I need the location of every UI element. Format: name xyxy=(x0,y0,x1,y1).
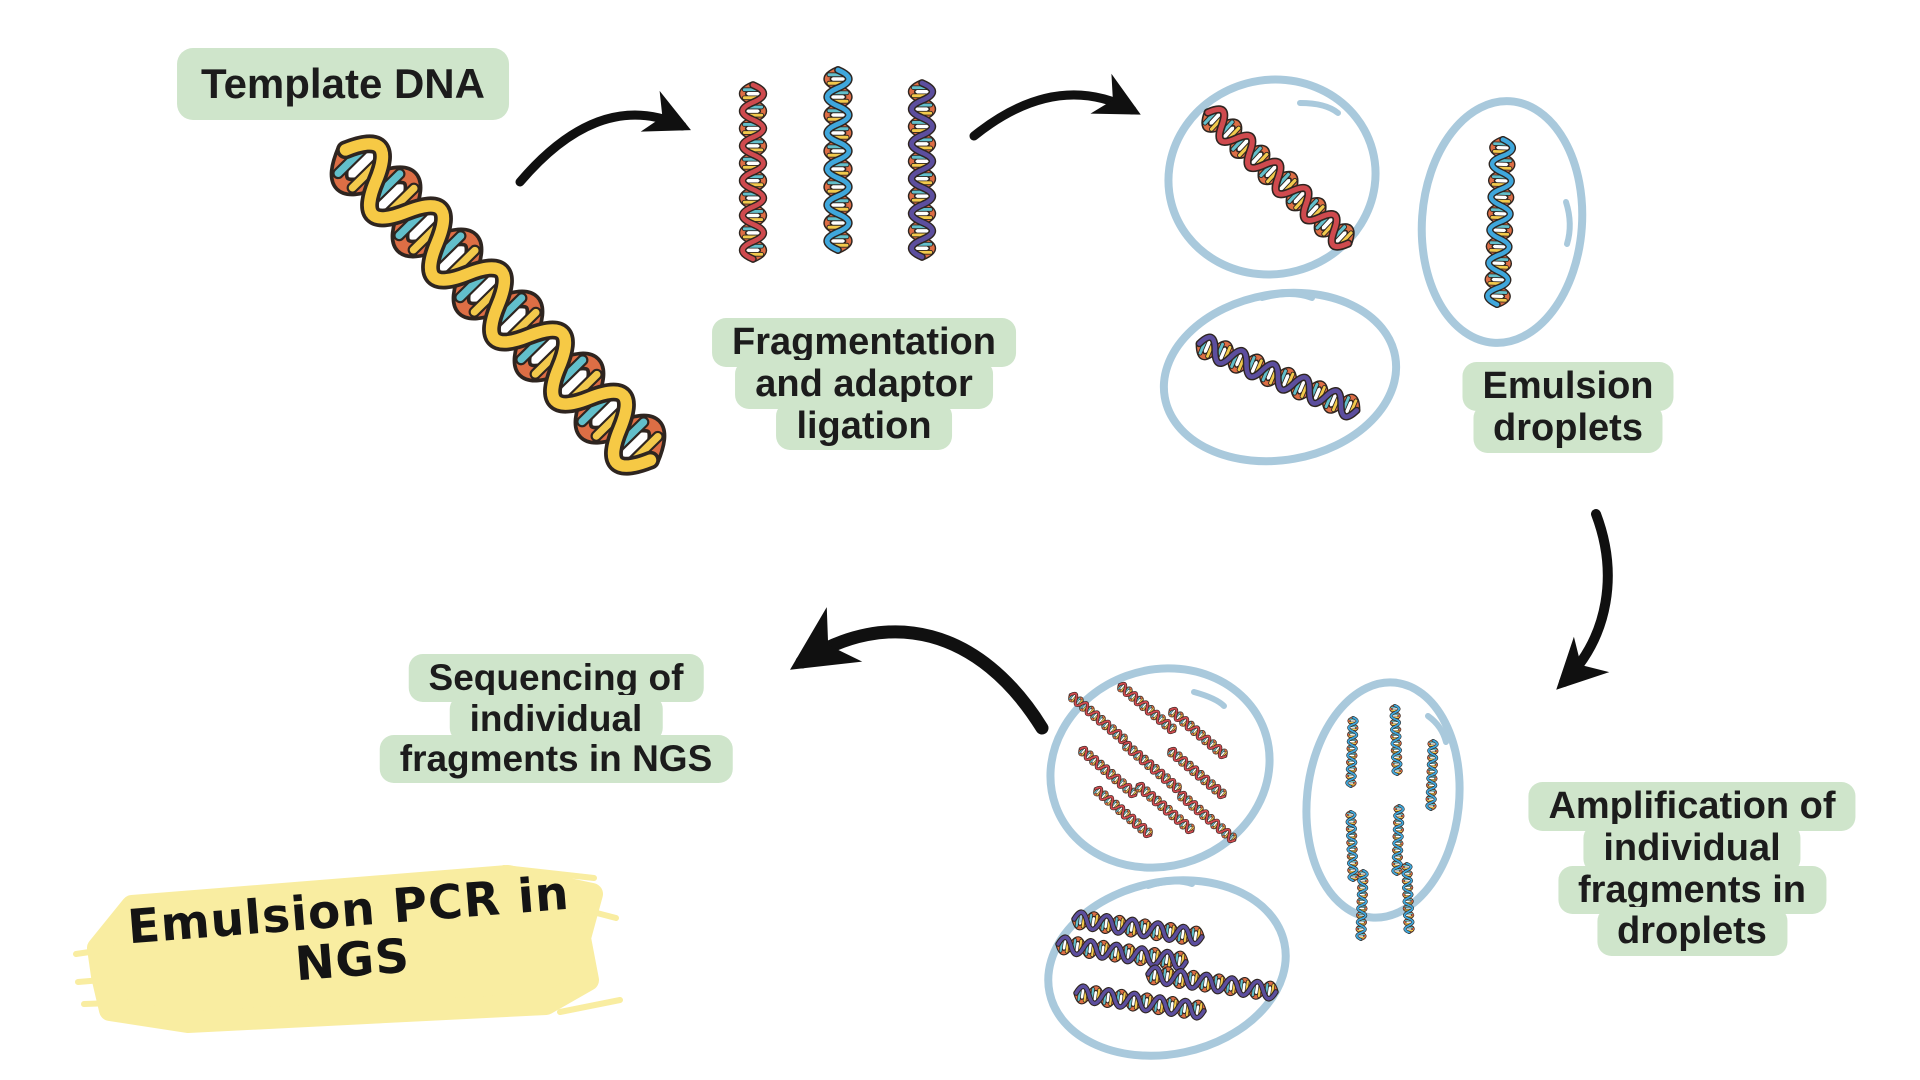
label-line: Emulsion xyxy=(1462,362,1674,411)
amplification-label: Amplification of individual fragments in… xyxy=(1528,782,1856,957)
label-line: droplets xyxy=(1473,403,1663,453)
fragment-blue-icon xyxy=(827,70,849,250)
label-line: individual xyxy=(449,694,663,743)
emulsion-droplet-blue xyxy=(1417,97,1587,347)
label-line: Amplification of xyxy=(1528,782,1856,831)
amplified-droplet-purple xyxy=(1044,876,1290,1060)
label-line: Sequencing of xyxy=(408,654,704,702)
label-line: fragments in xyxy=(1557,865,1827,915)
amplified-droplet-red xyxy=(1046,664,1274,872)
label-line: droplets xyxy=(1597,907,1787,957)
label-line: and adaptor xyxy=(735,359,993,409)
emulsion-droplets-label: Emulsion droplets xyxy=(1462,362,1674,453)
arrow-droplets-to-amplification xyxy=(1556,509,1613,690)
label-line: Fragmentation xyxy=(712,318,1016,367)
label-line: Template DNA xyxy=(177,48,509,120)
emulsion-droplet-purple xyxy=(1159,288,1401,466)
label-line: individual xyxy=(1583,823,1801,873)
label-line: ligation xyxy=(776,401,952,451)
fragmentation-label: Fragmentation and adaptor ligation xyxy=(712,318,1016,451)
page-title: Emulsion PCR in NGS xyxy=(68,852,633,1047)
emulsion-droplet-red xyxy=(1164,75,1380,279)
template-dna-label: Template DNA xyxy=(177,48,509,120)
sequencing-label: Sequencing of individual fragments in NG… xyxy=(379,654,733,783)
brush-stroke xyxy=(73,865,623,1033)
arrow-amplification-to-sequencing xyxy=(790,607,1049,735)
fragment-purple-icon xyxy=(912,83,933,257)
arrow-template-to-fragments xyxy=(515,90,691,187)
template-dna-helix xyxy=(327,132,669,479)
amplified-droplet-blue xyxy=(1302,678,1464,942)
label-line: fragments in NGS xyxy=(379,735,733,783)
title-line: NGS xyxy=(293,928,412,992)
fragment-red-icon xyxy=(743,85,764,259)
arrow-fragments-to-droplets xyxy=(969,73,1141,141)
